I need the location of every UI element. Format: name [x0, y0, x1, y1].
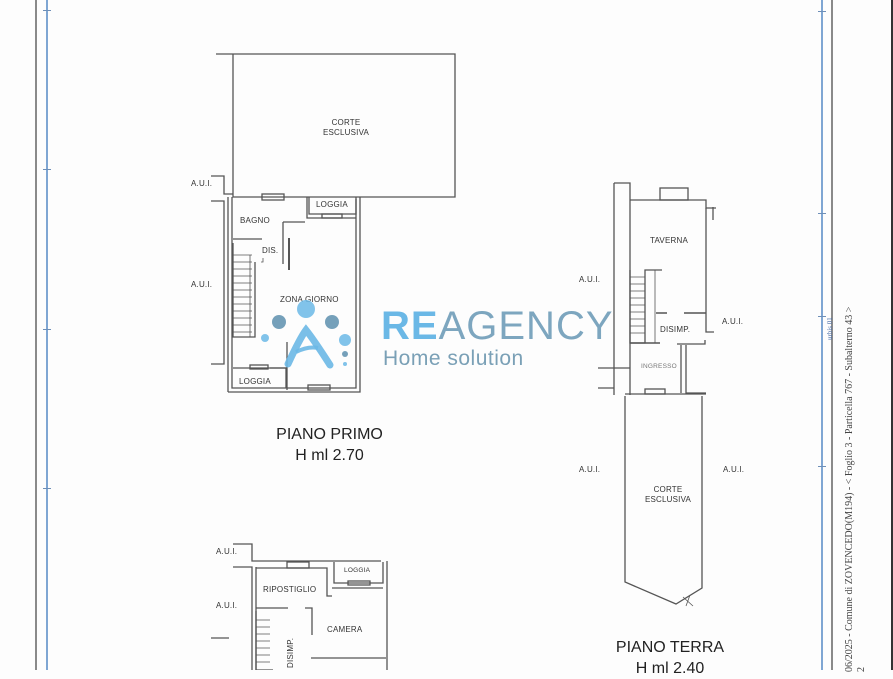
aui-label: A.U.I. — [216, 601, 238, 610]
aui-label: A.U.I. — [579, 465, 601, 474]
watermark-brand-light: AGENCY — [438, 304, 614, 348]
room-label-loggia-secondo: LOGGIA — [344, 567, 371, 574]
frame-tick — [818, 316, 826, 317]
frame-line-right-outer — [831, 0, 833, 670]
frame-tick — [43, 10, 51, 11]
plan-height-primo: H ml 2.70 — [295, 447, 364, 464]
frame-tick — [818, 11, 826, 12]
aui-label: A.U.I. — [579, 275, 601, 284]
plan-title-primo: PIANO PRIMO — [276, 426, 383, 443]
room-label-loggia: LOGGIA — [316, 200, 348, 209]
aui-label: A.U.I. — [216, 547, 238, 556]
watermark-tagline: Home solution — [383, 347, 524, 370]
page-edge-right — [891, 0, 893, 670]
frame-tick — [818, 213, 826, 214]
room-label-dis: DIS. — [262, 246, 279, 255]
room-label-ingresso: INGRESSO — [641, 363, 677, 370]
watermark-brand-bold: RE — [381, 304, 439, 348]
room-label-corte-primo: CORTE ESCLUSIVA — [322, 118, 370, 137]
room-label-ripostiglio: RIPOSTIGLIO — [263, 585, 317, 594]
frame-tick — [43, 488, 51, 489]
frame-tick — [818, 466, 826, 467]
aui-label: A.U.I. — [722, 317, 744, 326]
cadastral-stamp: urbis 01 — [826, 317, 834, 340]
frame-line-left-inner — [46, 0, 48, 670]
room-label-bagno: BAGNO — [240, 216, 270, 225]
room-label-taverna: TAVERNA — [650, 236, 688, 245]
aui-label: A.U.I. — [723, 465, 745, 474]
room-label-disimp: DISIMP. — [660, 325, 691, 334]
frame-tick — [43, 169, 51, 170]
aui-label: A.U.I. — [191, 179, 213, 188]
aui-label: A.U.I. — [191, 280, 213, 289]
frame-tick — [43, 329, 51, 330]
room-label-camera: CAMERA — [327, 625, 363, 634]
room-label-corte-terra: CORTE ESCLUSIVA — [644, 485, 692, 504]
cadastral-margin-text: 06/2025 - Comune di ZOVENCEDO(M194) - < … — [844, 306, 855, 672]
plan-title-terra: PIANO TERRA — [615, 639, 725, 656]
frame-line-right-inner — [821, 0, 823, 670]
watermark-brand: REAGENCY — [381, 304, 614, 348]
room-label-loggia-bottom: LOGGIA — [239, 377, 271, 386]
room-label-zona-giorno: ZONA GIORNO — [280, 295, 339, 304]
frame-line-left-outer — [35, 0, 37, 670]
